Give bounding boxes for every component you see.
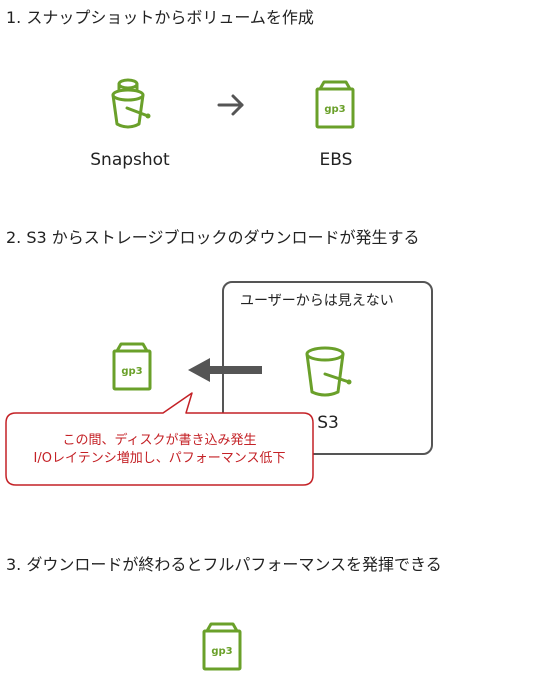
callout-line-1: この間、ディスクが書き込み発生 bbox=[62, 433, 257, 448]
callout-line-2: I/Oレイテンシ増加し、パフォーマンス低下 bbox=[33, 451, 286, 466]
s3-label: S3 bbox=[317, 413, 339, 433]
step1-heading: 1. スナップショットからボリュームを作成 bbox=[6, 8, 314, 27]
ebs-volume-icon: gp3 bbox=[315, 80, 355, 129]
right-arrow-icon bbox=[217, 94, 244, 116]
ebs-volume-icon: gp3 bbox=[112, 342, 152, 391]
step3-heading: 3. ダウンロードが終わるとフルパフォーマンスを発揮できる bbox=[6, 555, 442, 574]
snapshot-label: Snapshot bbox=[90, 150, 170, 170]
speech-bubble-callout bbox=[5, 392, 314, 486]
step2-heading: 2. S3 からストレージブロックのダウンロードが発生する bbox=[6, 228, 420, 247]
volume-type-tag: gp3 bbox=[324, 104, 345, 115]
left-thick-arrow-icon bbox=[188, 358, 262, 382]
ebs-volume-icon: gp3 bbox=[202, 622, 242, 671]
volume-type-tag: gp3 bbox=[121, 366, 142, 377]
ebs-label: EBS bbox=[319, 150, 353, 170]
group-title: ユーザーからは見えない bbox=[240, 293, 394, 309]
volume-type-tag: gp3 bbox=[211, 646, 232, 657]
s3-bucket-icon bbox=[111, 78, 151, 129]
s3-bucket-icon bbox=[305, 346, 352, 397]
